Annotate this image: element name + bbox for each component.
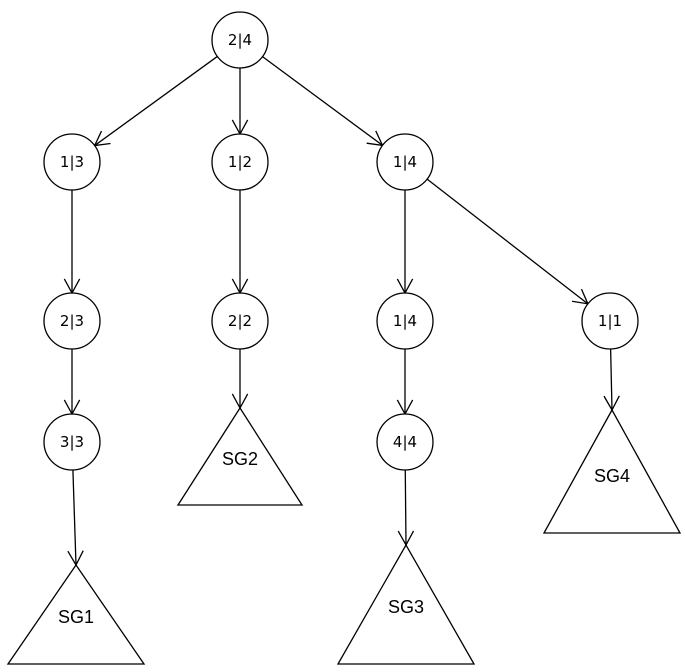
node-n33: 3|3 (43, 413, 101, 471)
node-label: 3|3 (60, 433, 84, 451)
node-n14b: 1|4 (376, 292, 434, 350)
edge-line (262, 56, 383, 146)
subgraph-label: SG3 (388, 597, 424, 617)
edge-line (609, 348, 613, 411)
edge-root-n12 (231, 68, 249, 136)
edge-n11-sg4 (603, 348, 620, 412)
node-n23: 2|3 (43, 292, 101, 350)
subgraph-sg3: SG3 (336, 543, 476, 665)
node-label: 1|3 (60, 153, 84, 171)
edge-n14a-n14b (396, 190, 414, 295)
subgraph-sg2: SG2 (176, 406, 304, 506)
node-n14a: 1|4 (376, 133, 434, 191)
edge-line (426, 178, 589, 305)
subgraph-triangle (336, 543, 476, 665)
edge-root-n14a (262, 56, 384, 147)
node-circle (43, 133, 101, 191)
node-circle (376, 133, 434, 191)
node-circle (581, 292, 639, 350)
node-n13: 1|3 (43, 133, 101, 191)
edge-n14a-n11 (426, 178, 589, 305)
edge-line (94, 55, 218, 147)
edge-line (72, 469, 77, 566)
node-label: 2|2 (228, 312, 252, 330)
edges-layer (63, 55, 620, 567)
node-n12: 1|2 (211, 133, 269, 191)
edge-line (404, 469, 407, 546)
subgraph-sg1: SG1 (6, 563, 146, 665)
node-label: 1|4 (393, 312, 417, 330)
edge-n13-n23 (63, 190, 81, 295)
node-label: 1|1 (598, 312, 622, 330)
node-root: 2|4 (211, 11, 269, 69)
subgraph-label: SG4 (594, 466, 630, 486)
node-label: 1|2 (228, 153, 252, 171)
edge-n44-sg3 (397, 469, 415, 547)
node-label: 2|3 (60, 312, 84, 330)
subgraph-triangle (6, 563, 146, 665)
edge-n23-n33 (63, 349, 81, 416)
node-circle (43, 292, 101, 350)
node-label: 2|4 (228, 31, 252, 49)
subgraph-sg4: SG4 (542, 408, 682, 534)
edge-n14b-n44 (396, 349, 414, 416)
node-label: 1|4 (393, 153, 417, 171)
edge-root-n13 (93, 55, 218, 147)
node-circle (376, 413, 434, 471)
node-label: 4|4 (393, 433, 417, 451)
subgraph-label: SG2 (222, 449, 258, 469)
edge-n22-sg2 (231, 349, 249, 410)
subgraph-triangle (176, 406, 304, 506)
edge-n33-sg1 (67, 469, 84, 567)
node-n44: 4|4 (376, 413, 434, 471)
node-n11: 1|1 (581, 292, 639, 350)
edge-n12-n22 (231, 190, 249, 295)
subgraph-label: SG1 (58, 607, 94, 627)
node-circle (211, 11, 269, 69)
node-circle (43, 413, 101, 471)
node-circle (211, 292, 269, 350)
node-circle (376, 292, 434, 350)
node-circle (211, 133, 269, 191)
node-n22: 2|2 (211, 292, 269, 350)
subgraph-triangle (542, 408, 682, 534)
